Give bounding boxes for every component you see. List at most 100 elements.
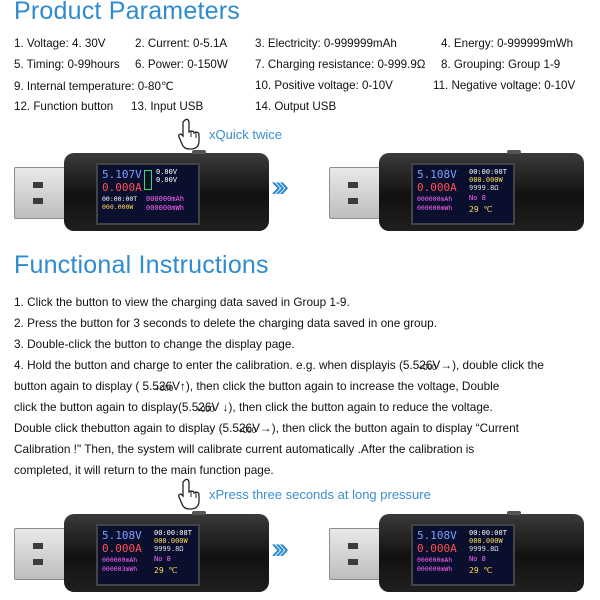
instruction-text: 4. Hold the button and charge to enter t…	[14, 358, 403, 372]
instructions-list: 1. Click the button to view the charging…	[14, 292, 594, 481]
param-item: 10. Positive voltage: 0-10V	[255, 79, 393, 92]
param-item: 13. Input USB	[131, 100, 204, 113]
pointing-hand-icon	[178, 478, 200, 510]
device-screen: 5.108V 0.000A 00:00:00T 000.000W 9999.8Ω…	[411, 163, 515, 225]
quick-twice-label: xQuick twice	[209, 126, 282, 142]
screen-dminus: 0.00V	[156, 176, 178, 184]
param-row: 12. Function button 13. Input USB 14. Ou…	[0, 100, 600, 121]
param-row: 5. Timing: 0-99hours 6. Power: 0-150W 7.…	[0, 58, 600, 79]
device-screen: 5.108V 0.000A 00:00:00T 000.000W 9999.8Ω…	[411, 524, 515, 586]
display-value-offset: +000	[196, 405, 215, 414]
param-item: 8. Grouping: Group 1-9	[441, 58, 561, 71]
screen-group: No 8	[469, 555, 486, 563]
display-value-text: 5.526V ↓	[181, 400, 229, 414]
instruction-line: completed, it will return to the main fu…	[14, 463, 274, 477]
param-item: 14. Output USB	[255, 100, 337, 113]
screen-time: 00:00:08T	[154, 529, 192, 537]
param-row: 9. Internal temperature: 0-80℃ 10. Posit…	[0, 79, 600, 100]
instruction-line: Double click thebutton again to display …	[14, 418, 594, 439]
display-value-offset: +000	[418, 363, 437, 372]
screen-current: 0.000A	[417, 181, 457, 194]
instruction-text: ), then click the button again to displa…	[271, 421, 519, 435]
screen-mah: 000000mAh	[417, 195, 453, 203]
screen-power: 000.000W	[469, 176, 503, 184]
usb-tester-device: 5.108V 0.000A 00:00:00T 000.000W 9999.8Ω…	[329, 511, 584, 592]
screen-resistance: 9999.8Ω	[154, 545, 184, 553]
quick-press-hint: xQuick twice	[177, 118, 282, 150]
arrow-chevrons-icon: ›››	[271, 532, 289, 565]
param-row: 1. Voltage: 4. 30V 2. Current: 0-5.1A 3.…	[0, 37, 600, 58]
screen-mah: 000000mAh	[102, 556, 138, 564]
arrow-chevrons-icon: ›››	[271, 170, 289, 203]
param-item: 6. Power: 0-150W	[135, 58, 228, 71]
display-value: 5.526V→+000	[223, 418, 272, 439]
instruction-line: 1. Click the button to view the charging…	[14, 295, 350, 309]
pointing-hand-icon	[178, 118, 200, 150]
screen-group: No 8	[154, 555, 171, 563]
screen-mah: 000000mAh	[417, 556, 453, 564]
instruction-line: Calibration !" Then, the system will cal…	[14, 442, 475, 456]
param-item: 1. Voltage: 4. 30V	[14, 37, 106, 50]
screen-voltage: 5.107V	[102, 168, 142, 181]
screen-power: 000.000W	[469, 537, 503, 545]
screen-time: 00:00:00T	[102, 195, 138, 203]
instruction-text: ), double click the	[452, 358, 544, 372]
param-item: 9. Internal temperature: 0-80℃	[14, 80, 174, 93]
functional-instructions-heading: Functional Instructions	[14, 251, 269, 279]
screen-current: 0.000A	[102, 181, 142, 194]
screen-resistance: 9999.8Ω	[469, 545, 499, 553]
display-value-text: 5.526V→	[222, 421, 272, 435]
screen-power: 000.000W	[102, 203, 134, 211]
display-value-offset: +000	[238, 426, 257, 435]
long-press-label: xPress three seconds at long pressure	[209, 486, 431, 502]
usb-tester-device: 5.108V 0.000A 00:00:08T 000.000W 9999.8Ω…	[14, 511, 269, 592]
display-value-offset: +000	[155, 384, 174, 393]
function-button[interactable]	[507, 150, 521, 154]
usb-plug	[329, 528, 383, 580]
usb-plug	[329, 167, 383, 219]
param-item: 4. Energy: 0-999999mWh	[441, 37, 574, 50]
display-value-text: 5.526V↑	[142, 379, 186, 393]
param-item: 3. Electricity: 0-999999mAh	[255, 37, 397, 50]
screen-mwh: 000003mWh	[102, 565, 138, 573]
screen-resistance: 9999.8Ω	[469, 184, 499, 192]
display-value: 5.526V↑+000	[143, 376, 186, 397]
instruction-text: ), then click the button again to increa…	[185, 379, 500, 393]
function-button[interactable]	[192, 150, 206, 154]
instruction-line: click the button again to display(5.526V…	[14, 397, 594, 418]
screen-voltage: 5.108V	[417, 168, 457, 181]
screen-mah: 000000mAh	[146, 195, 184, 203]
instruction-text: ), then click the button again to reduce…	[228, 400, 493, 414]
screen-power: 000.000W	[154, 537, 188, 545]
screen-mwh: 000000mWh	[417, 204, 453, 212]
instruction-line: button again to display ( 5.526V↑+000), …	[14, 376, 594, 397]
screen-mwh: 000000mWh	[146, 204, 184, 212]
product-parameters-heading: Product Parameters	[14, 0, 240, 25]
screen-dplus: 0.00V	[156, 168, 178, 176]
device-screen: 5.107V 0.000A 0.00V 0.00V 00:00:00T 000.…	[96, 163, 200, 225]
param-item: 12. Function button	[14, 100, 114, 113]
battery-icon	[144, 170, 152, 190]
screen-current: 0.000A	[102, 542, 142, 555]
screen-voltage: 5.108V	[417, 529, 457, 542]
screen-time: 00:00:00T	[469, 529, 507, 537]
display-value: 5.526V ↓+000	[182, 397, 229, 418]
instruction-line: 4. Hold the button and charge to enter t…	[14, 355, 594, 376]
function-button[interactable]	[507, 511, 521, 515]
instruction-line: 3. Double-click the button to change the…	[14, 337, 295, 351]
parameters-list: 1. Voltage: 4. 30V 2. Current: 0-5.1A 3.…	[0, 37, 600, 121]
param-item: 2. Current: 0-5.1A	[135, 37, 228, 50]
screen-temperature: 29 ℃	[154, 566, 178, 575]
usb-tester-device: 5.107V 0.000A 0.00V 0.00V 00:00:00T 000.…	[14, 150, 269, 231]
param-item: 5. Timing: 0-99hours	[14, 58, 120, 71]
function-button[interactable]	[192, 511, 206, 515]
instruction-text: Double click thebutton again to display …	[14, 421, 223, 435]
param-item: 7. Charging resistance: 0-999.9Ω	[255, 58, 426, 71]
screen-time: 00:00:00T	[469, 168, 507, 176]
display-value-text: 5.526V→	[402, 358, 453, 372]
instruction-line: 2. Press the button for 3 seconds to del…	[14, 316, 438, 330]
param-item: 11. Negative voltage: 0-10V	[433, 79, 576, 92]
screen-group: No 8	[469, 194, 486, 202]
instruction-text: button again to display (	[14, 379, 143, 393]
screen-current: 0.000A	[417, 542, 457, 555]
